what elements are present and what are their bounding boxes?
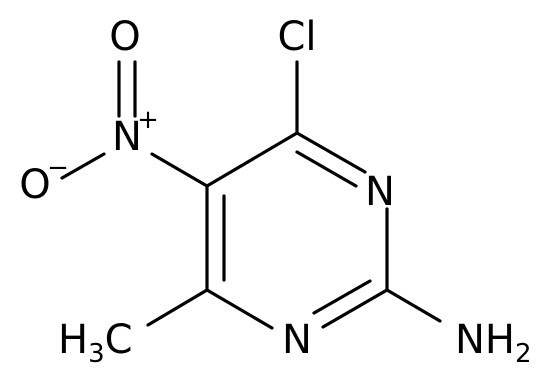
atom-n-ring-top: N — [365, 169, 395, 215]
bond-nitro-n-o-single — [60, 152, 106, 180]
atom-nitro-n: N — [112, 114, 142, 160]
nitro-o-charge: − — [47, 153, 69, 183]
bond-c6-ch3 — [146, 288, 209, 327]
nitro-n-charge: + — [137, 105, 159, 135]
atom-nitro-o-single: O — [19, 162, 50, 208]
bond-c4-n3 — [295, 131, 367, 174]
atom-cl: Cl — [277, 14, 316, 60]
atom-ch3: H3C — [58, 317, 133, 369]
atom-nh2: NH2 — [455, 317, 532, 369]
bond-c2-n1-double — [312, 279, 372, 315]
bond-c2-nh2 — [385, 288, 442, 323]
bond-c4-c5 — [205, 131, 299, 188]
bond-c5-nitro-n — [150, 152, 209, 188]
bond-c2-n1 — [321, 288, 389, 329]
atom-n-ring-bottom: N — [282, 317, 312, 363]
atom-nitro-o-double: O — [109, 14, 140, 60]
bond-c4-n3-double — [295, 150, 358, 188]
bond-n1-c6 — [205, 288, 274, 330]
